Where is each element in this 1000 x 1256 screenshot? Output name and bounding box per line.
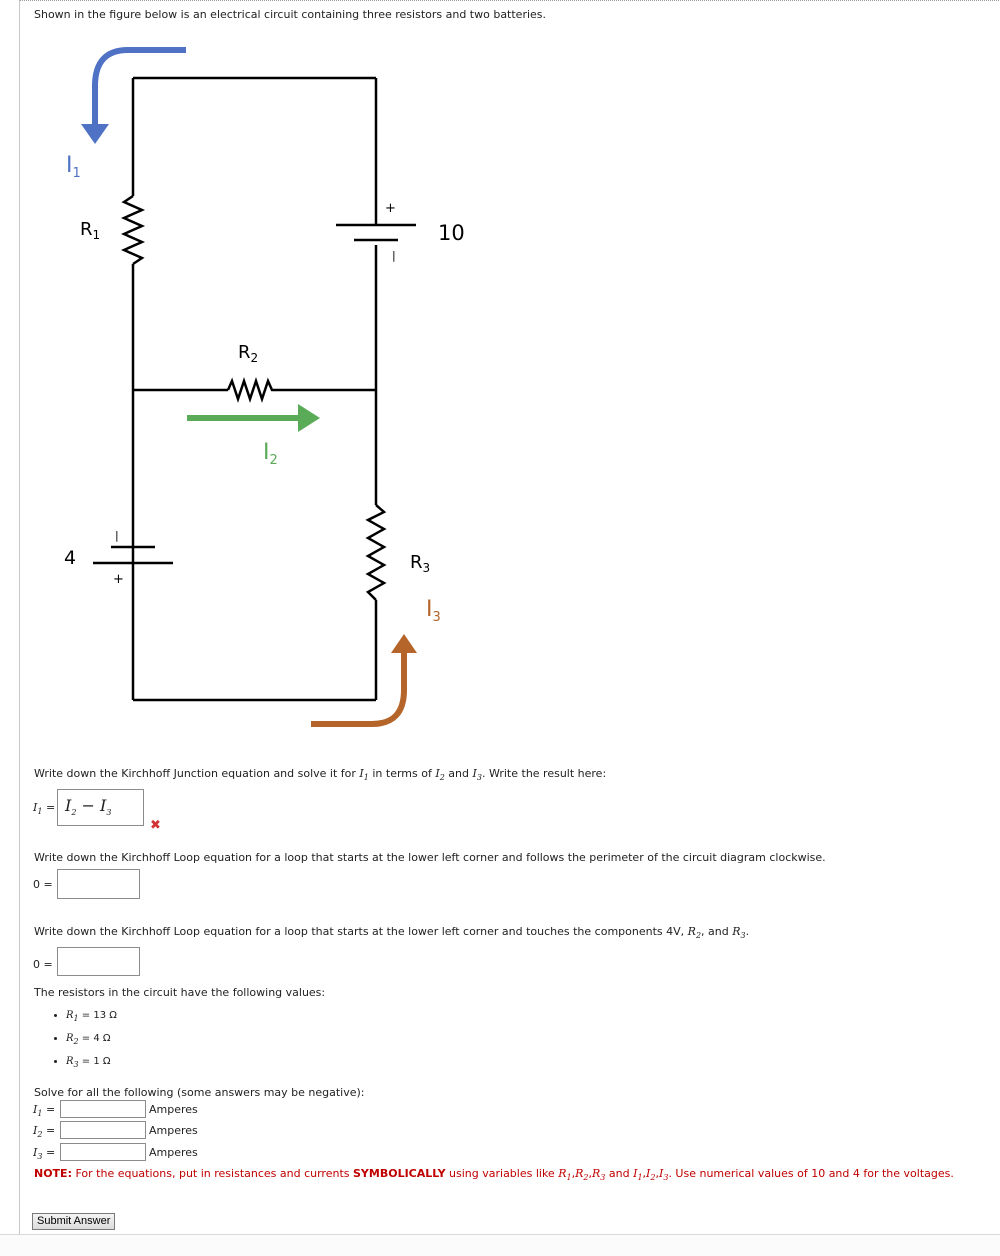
i1-arrowhead-icon — [81, 124, 109, 144]
battery-4-symbol — [93, 545, 173, 565]
loop1-answer-input[interactable] — [57, 869, 140, 899]
intro-text: Shown in the figure below is an electric… — [34, 8, 547, 21]
battery-4-minus: | — [115, 529, 119, 542]
q2-prompt: Write down the Kirchhoff Loop equation f… — [34, 851, 826, 864]
battery-10-value: 10 — [438, 221, 465, 245]
r1-label: R1 — [80, 219, 100, 242]
i3-arrowhead-icon — [391, 634, 417, 653]
circuit-wires — [131, 76, 378, 702]
q3-prefix: 0 = — [33, 958, 53, 971]
note-text: NOTE: For the equations, put in resistan… — [34, 1167, 954, 1183]
q3-prompt: Write down the Kirchhoff Loop equation f… — [34, 925, 750, 941]
i2-prefix: I2 = — [33, 1124, 56, 1140]
circuit-diagram: + | 10 | + 4 R1 R2 R3 I1 I2 I3 — [64, 47, 465, 727]
q1-prompt: Write down the Kirchhoff Junction equati… — [34, 767, 607, 783]
resistor-value-item: R1 = 13 Ω — [66, 1009, 117, 1026]
i1-arrow-icon — [92, 47, 186, 125]
r3-label: R3 — [410, 552, 430, 575]
battery-4-plus: + — [113, 572, 124, 587]
values-intro: The resistors in the circuit have the fo… — [34, 986, 326, 999]
q1-prefix: I1 = — [33, 801, 56, 817]
i3-answer-input[interactable] — [60, 1143, 146, 1161]
i2-answer-input[interactable] — [60, 1121, 146, 1139]
r3-resistor-symbol — [365, 504, 387, 601]
i3-prefix: I3 = — [33, 1146, 56, 1162]
battery-10-symbol — [336, 215, 416, 242]
junction-answer-input[interactable]: I2 − I3 — [57, 789, 144, 826]
page-footer-strip — [0, 1234, 1000, 1256]
r2-resistor-symbol — [226, 377, 276, 403]
resistor-value-item: R2 = 4 Ω — [66, 1032, 117, 1049]
battery-10-plus: + — [385, 201, 396, 216]
i3-unit: Amperes — [149, 1146, 198, 1159]
i2-unit: Amperes — [149, 1124, 198, 1137]
i2-arrowhead-icon — [298, 404, 320, 432]
junction-answer-value: I2 − I3 — [65, 796, 112, 818]
loop2-answer-input[interactable] — [57, 947, 140, 976]
i1-answer-input[interactable] — [60, 1100, 146, 1118]
incorrect-x-icon: ✖ — [150, 818, 161, 833]
q2-prefix: 0 = — [33, 878, 53, 891]
i1-unit: Amperes — [149, 1103, 198, 1116]
i2-label: I2 — [263, 440, 278, 468]
solve-intro: Solve for all the following (some answer… — [34, 1086, 365, 1099]
r1-resistor-symbol — [120, 194, 146, 266]
i3-label: I3 — [426, 597, 441, 625]
resistor-value-item: R3 = 1 Ω — [66, 1055, 117, 1072]
submit-answer-button[interactable]: Submit Answer — [32, 1213, 116, 1230]
i1-label: I1 — [66, 153, 81, 181]
i3-arrow-icon — [311, 652, 407, 727]
battery-4-value: 4 — [64, 547, 76, 569]
resistor-values-list: R1 = 13 Ω R2 = 4 Ω R3 = 1 Ω — [48, 1009, 117, 1078]
r2-label: R2 — [238, 342, 258, 365]
i1-prefix: I1 = — [33, 1103, 56, 1119]
question-frame — [19, 0, 999, 1237]
battery-10-minus: | — [392, 249, 396, 262]
